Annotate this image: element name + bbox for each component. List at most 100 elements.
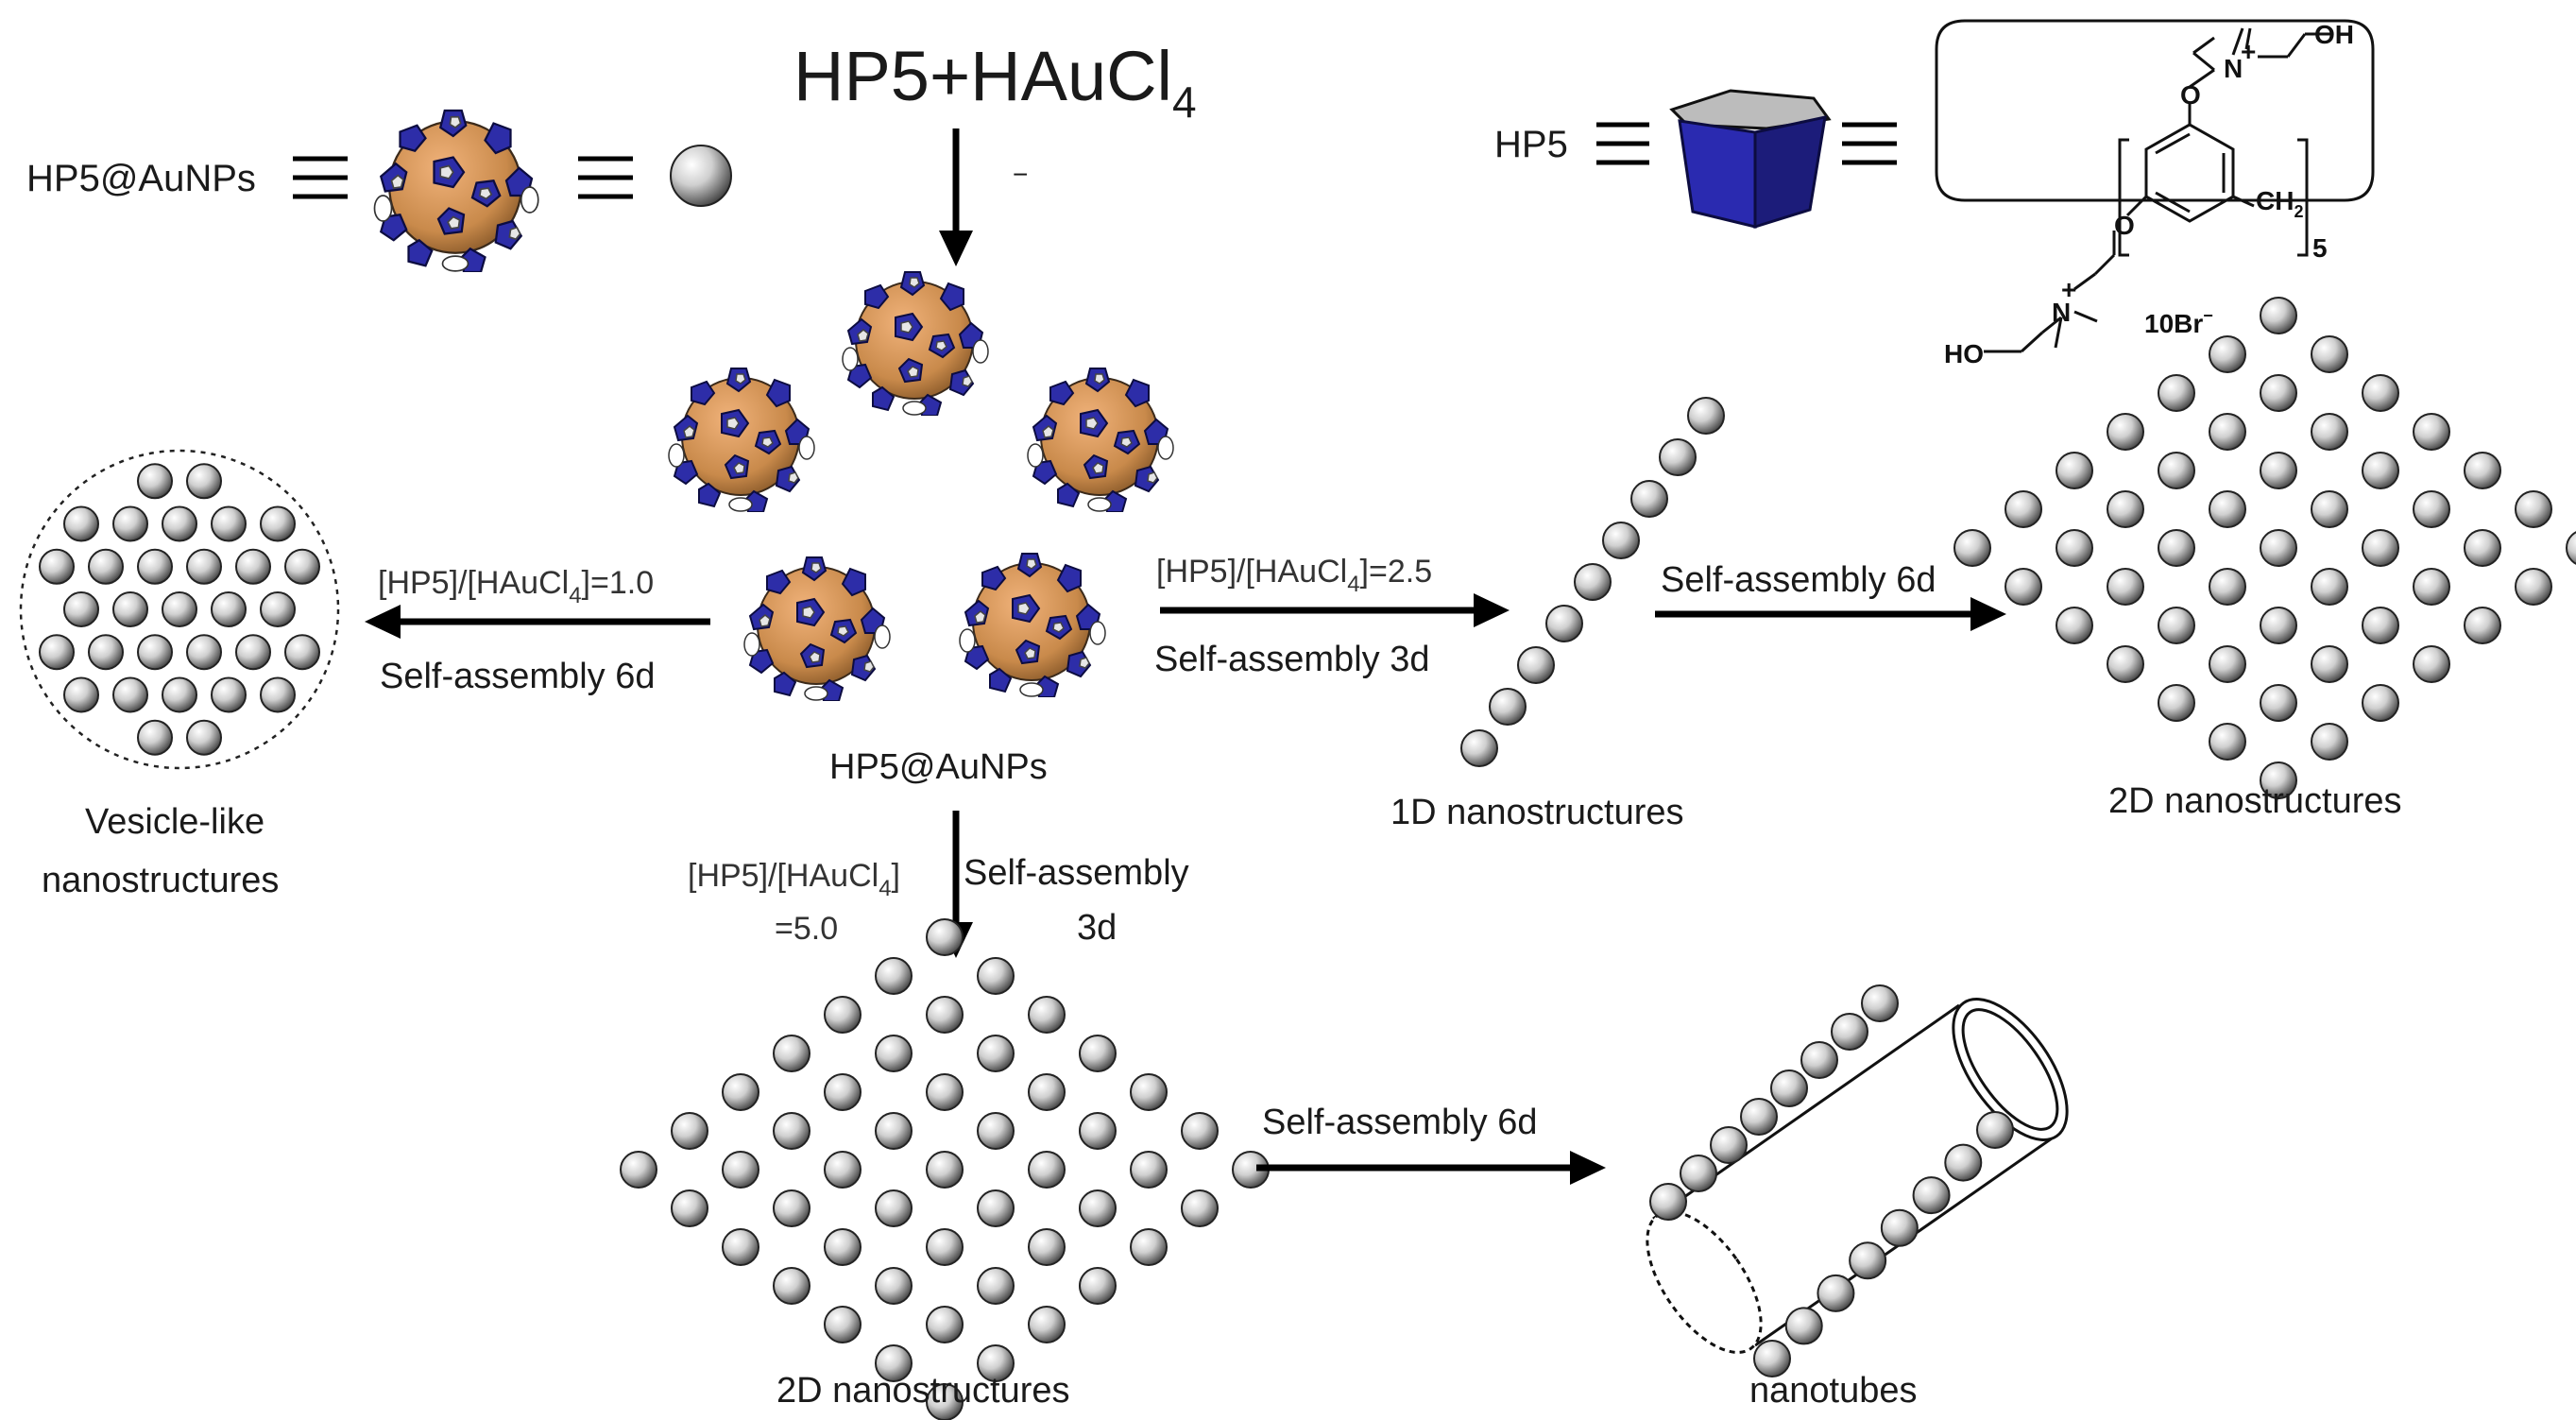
vesicle-sphere (235, 634, 271, 671)
nanotube-sphere (1861, 984, 1899, 1022)
arrow-down-reaction (939, 128, 973, 266)
center-label: HP5@AuNPs (829, 747, 1048, 787)
lattice-sphere (1130, 1151, 1168, 1189)
lattice-sphere (1130, 1228, 1168, 1266)
vesicle-sphere (63, 591, 99, 627)
reaction-subscript: 4 (1172, 77, 1197, 127)
vesicle-sphere (39, 634, 75, 671)
svg-text:HO: HO (1944, 339, 1984, 368)
nanotube-sphere (1976, 1111, 2014, 1149)
lattice-sphere (2209, 413, 2246, 451)
nanotube-sphere (1944, 1143, 1983, 1182)
lattice-sphere (875, 1112, 913, 1150)
lattice-sphere (773, 1035, 810, 1072)
lattice-sphere (773, 1267, 810, 1305)
vesicle-sphere (137, 634, 173, 671)
lattice-sphere (824, 1306, 862, 1343)
equivalence-sign-1 (293, 156, 348, 199)
lattice-sphere (1028, 1151, 1066, 1189)
lattice-sphere (875, 1344, 913, 1382)
hp5-chemical-structure (1935, 19, 2375, 353)
lattice-sphere (824, 1151, 862, 1189)
lattice-sphere (926, 1151, 964, 1189)
lattice-sphere (1079, 1035, 1117, 1072)
lattice-sphere (2158, 607, 2195, 644)
lattice-sphere (1181, 1112, 1219, 1150)
lattice-sphere (1130, 1073, 1168, 1111)
lattice-sphere (1028, 996, 1066, 1034)
vesicle-sphere (63, 676, 99, 713)
vesicle-sphere (162, 591, 197, 627)
vesicle-sphere (211, 591, 247, 627)
lattice-sphere (722, 1073, 759, 1111)
nanotube-sphere (1784, 1307, 1823, 1345)
lattice-sphere (2413, 568, 2450, 606)
lattice-sphere (2464, 529, 2501, 567)
two-d-right-label: 2D nanostructures (2108, 781, 2402, 821)
lattice-sphere (875, 957, 913, 995)
lattice-sphere (977, 1035, 1015, 1072)
two-d-diamond-bottom (620, 918, 1270, 1420)
vesicle-sphere (88, 548, 124, 585)
vesicle-sphere (211, 505, 247, 542)
chain-sphere (1602, 522, 1640, 559)
vesicle-sphere (88, 634, 124, 671)
lattice-sphere (1079, 1112, 1117, 1150)
vesicle-sphere (112, 591, 148, 627)
vesicle-sphere (137, 719, 173, 756)
two-d-diamond-right (1953, 297, 2576, 799)
lattice-sphere (671, 1112, 708, 1150)
lattice-sphere (2209, 645, 2246, 683)
lattice-sphere (926, 1306, 964, 1343)
lattice-sphere (1079, 1189, 1117, 1227)
lattice-sphere (2005, 568, 2042, 606)
lattice-sphere (773, 1189, 810, 1227)
two-d-bottom-label: 2D nanostructures (776, 1371, 1070, 1411)
arrow-right-3 (1256, 1151, 1606, 1185)
lattice-sphere (977, 957, 1015, 995)
lattice-sphere (2158, 452, 2195, 489)
time-down-2: 3d (1077, 908, 1117, 948)
chain-sphere (1687, 397, 1725, 435)
vesicle-sphere (260, 591, 296, 627)
lattice-sphere (2413, 413, 2450, 451)
lattice-sphere (2005, 490, 2042, 528)
chain-sphere (1630, 480, 1668, 518)
lattice-sphere (2056, 452, 2093, 489)
lattice-sphere (926, 1228, 964, 1266)
nanoparticle-1 (842, 271, 989, 416)
vesicle-outline (19, 449, 340, 770)
one-d-label: 1D nanostructures (1390, 793, 1684, 832)
svg-text:5: 5 (2312, 233, 2328, 263)
nanotube-sphere (1831, 1013, 1868, 1051)
nanotube-sphere (1753, 1340, 1791, 1377)
chain-sphere (1574, 563, 1612, 601)
chain-sphere (1460, 729, 1498, 767)
pillararene-icon (1669, 89, 1832, 230)
vesicle-spheres (39, 463, 320, 756)
nanoparticle-4 (743, 556, 891, 701)
nanotube (1646, 984, 2069, 1377)
sphere-legend-icon (670, 145, 732, 207)
nanotube-sphere (1817, 1274, 1855, 1312)
lattice-sphere (977, 1112, 1015, 1150)
vesicle-sphere (162, 505, 197, 542)
lattice-sphere (1181, 1189, 1219, 1227)
condition-down: [HP5]/[HAuCl4] (688, 858, 900, 901)
svg-text:10Br−: 10Br− (2144, 306, 2213, 338)
legend-hp5-label: HP5 (1494, 124, 1568, 165)
arrow-right-1 (1160, 593, 1510, 627)
lattice-sphere (2158, 684, 2195, 722)
lattice-sphere (875, 1189, 913, 1227)
lattice-sphere (2413, 490, 2450, 528)
hp5-aunps-cluster (668, 271, 1174, 701)
lattice-sphere (2260, 297, 2297, 334)
lattice-sphere (824, 996, 862, 1034)
vesicle-sphere (186, 463, 222, 500)
lattice-sphere (2362, 607, 2399, 644)
svg-text:OH: OH (2314, 20, 2354, 49)
vesicle-sphere (284, 548, 320, 585)
one-d-chain-spheres (1460, 397, 1725, 767)
lattice-sphere (2566, 531, 2576, 565)
lattice-sphere (2311, 723, 2348, 761)
